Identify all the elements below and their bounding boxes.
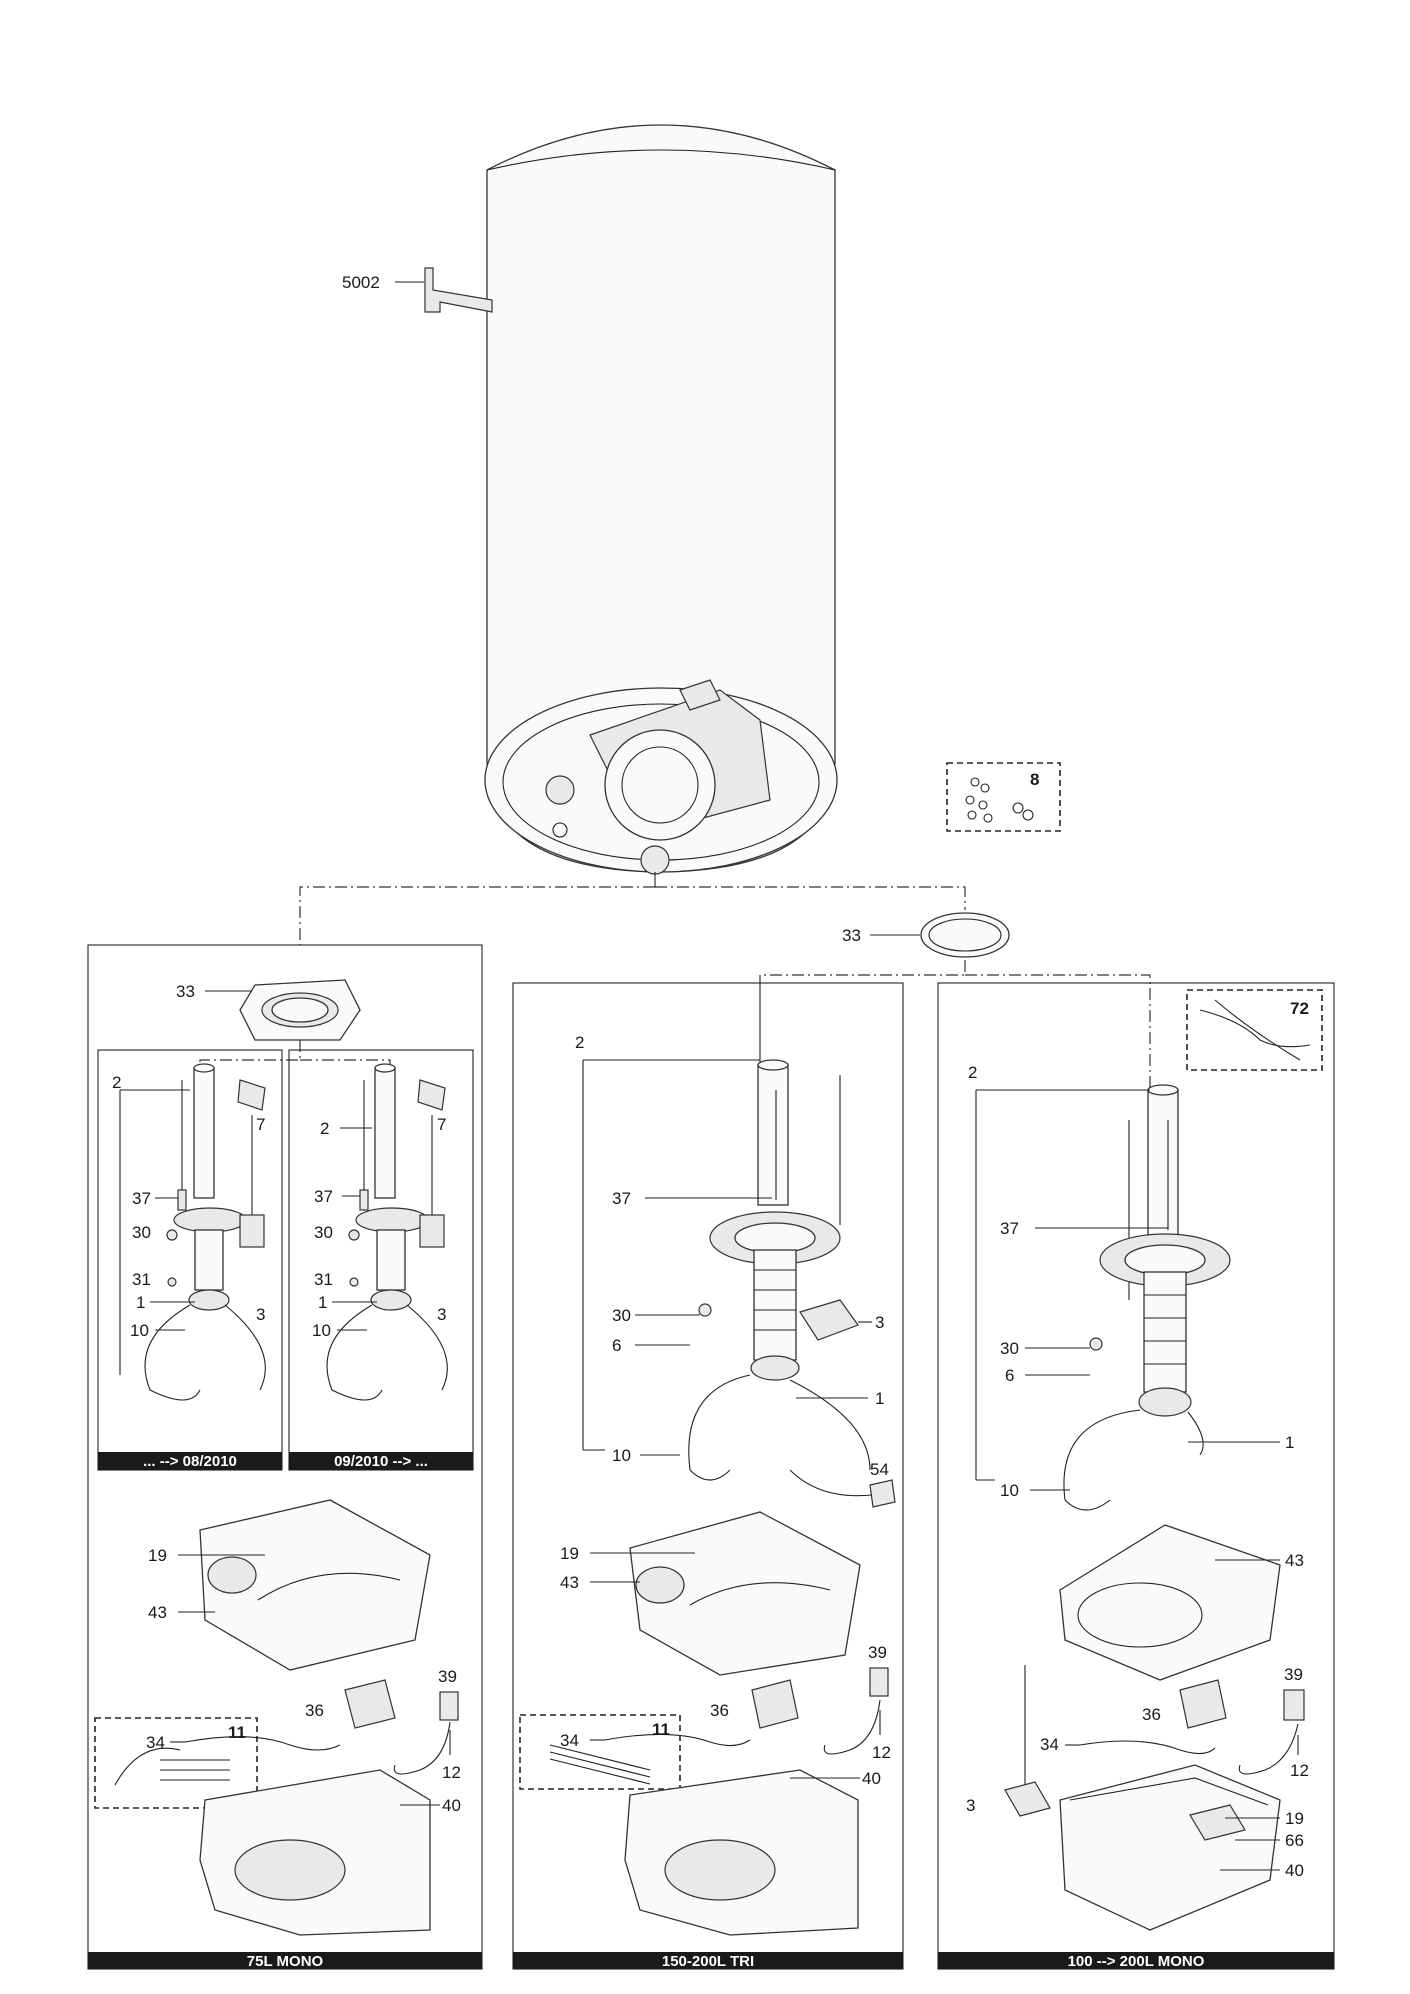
panel-mid-callout-2: 2 — [575, 1033, 584, 1052]
banner-150-200l-tri: 150-200L TRI — [662, 1953, 754, 1970]
panel-left-callout-34: 34 — [146, 1733, 165, 1752]
panel-right-callout-1: 1 — [1285, 1433, 1294, 1452]
seal-ring-top: 33 — [842, 912, 1010, 958]
panel-right-callout-6: 6 — [1005, 1366, 1014, 1385]
panel-mid-callout-1: 1 — [875, 1389, 884, 1408]
panel-mid-callout-10: 10 — [612, 1446, 631, 1465]
sub-left-callout-30: 30 — [132, 1223, 151, 1242]
panel-mid-callout-3: 3 — [875, 1313, 884, 1332]
callout-5002: 5002 — [342, 273, 380, 292]
panel-mid-callout-11: 11 — [652, 1720, 670, 1739]
panel-100-200l-mono: 100 --> 200L MONO 72 2 37 30 6 1 10 — [937, 982, 1335, 1970]
sub-right-callout-31: 31 — [314, 1270, 333, 1289]
sub-left-callout-1: 1 — [136, 1293, 145, 1312]
callout-33-left: 33 — [176, 982, 195, 1001]
panel-mid-callout-34: 34 — [560, 1731, 579, 1750]
panel-mid-callout-40: 40 — [862, 1769, 881, 1788]
callout-33-top: 33 — [842, 926, 861, 945]
sub-right-callout-2: 2 — [320, 1119, 329, 1138]
panel-right-callout-19: 19 — [1285, 1809, 1304, 1828]
sub-left-callout-31: 31 — [132, 1270, 151, 1289]
panel-right-callout-43: 43 — [1285, 1551, 1304, 1570]
banner-after-09-2010: 09/2010 --> ... — [334, 1453, 428, 1470]
panel-mid-callout-36: 36 — [710, 1701, 729, 1720]
panel-mid-callout-39: 39 — [868, 1643, 887, 1662]
sub-right-callout-30: 30 — [314, 1223, 333, 1242]
sub-left-callout-10: 10 — [130, 1321, 149, 1340]
sub-left-callout-37: 37 — [132, 1189, 151, 1208]
panel-mid-callout-43: 43 — [560, 1573, 579, 1592]
panel-right-callout-12: 12 — [1290, 1761, 1309, 1780]
banner-before-08-2010: ... --> 08/2010 — [143, 1453, 237, 1470]
wall-bracket: 5002 — [342, 267, 493, 313]
panel-left-callout-40: 40 — [442, 1796, 461, 1815]
distribution-lines — [299, 886, 1151, 1090]
panel-150-200l-tri: 150-200L TRI 3 2 37 30 6 1 10 — [512, 982, 904, 1970]
panel-right-callout-34: 34 — [1040, 1735, 1059, 1754]
banner-75l-mono: 75L MONO — [247, 1953, 324, 1970]
sub-left-callout-7: 7 — [256, 1115, 265, 1134]
panel-left-callout-11: 11 — [228, 1723, 246, 1742]
sub-right-callout-37: 37 — [314, 1187, 333, 1206]
panel-left-callout-19: 19 — [148, 1546, 167, 1565]
panel-mid-callout-54: 54 — [870, 1460, 889, 1479]
sub-left-callout-3: 3 — [256, 1305, 265, 1324]
panel-right-callout-30: 30 — [1000, 1339, 1019, 1358]
banner-100-200l-mono: 100 --> 200L MONO — [1068, 1953, 1205, 1970]
water-heater-tank — [484, 124, 838, 887]
sub-right-callout-10: 10 — [312, 1321, 331, 1340]
panel-left-callout-36: 36 — [305, 1701, 324, 1720]
panel-75l-mono: 75L MONO 33 ... --> 08/2010 2 37 30 — [87, 944, 483, 1970]
panel-right-callout-37: 37 — [1000, 1219, 1019, 1238]
panel-left-callout-12: 12 — [442, 1763, 461, 1782]
panel-right-callout-10: 10 — [1000, 1481, 1019, 1500]
panel-left-callout-43: 43 — [148, 1603, 167, 1622]
sub-left-callout-2: 2 — [112, 1073, 121, 1092]
panel-mid-callout-37: 37 — [612, 1189, 631, 1208]
panel-right-callout-66: 66 — [1285, 1831, 1304, 1850]
panel-mid-callout-30: 30 — [612, 1306, 631, 1325]
panel-right-callout-40: 40 — [1285, 1861, 1304, 1880]
panel-mid-callout-12: 12 — [872, 1743, 891, 1762]
sub-right-callout-7: 7 — [437, 1115, 446, 1134]
callout-72: 72 — [1290, 999, 1309, 1018]
panel-mid-callout-6: 6 — [612, 1336, 621, 1355]
panel-right-callout-36: 36 — [1142, 1705, 1161, 1724]
panel-mid-callout-19: 19 — [560, 1544, 579, 1563]
hardware-kit-box: 8 — [946, 762, 1061, 832]
sub-right-callout-3: 3 — [437, 1305, 446, 1324]
panel-right-callout-39: 39 — [1284, 1665, 1303, 1684]
callout-8: 8 — [1030, 770, 1039, 789]
panel-left-callout-39: 39 — [438, 1667, 457, 1686]
sub-right-callout-1: 1 — [318, 1293, 327, 1312]
panel-right-callout-2: 2 — [968, 1063, 977, 1082]
panel-right-callout-3: 3 — [966, 1796, 975, 1815]
